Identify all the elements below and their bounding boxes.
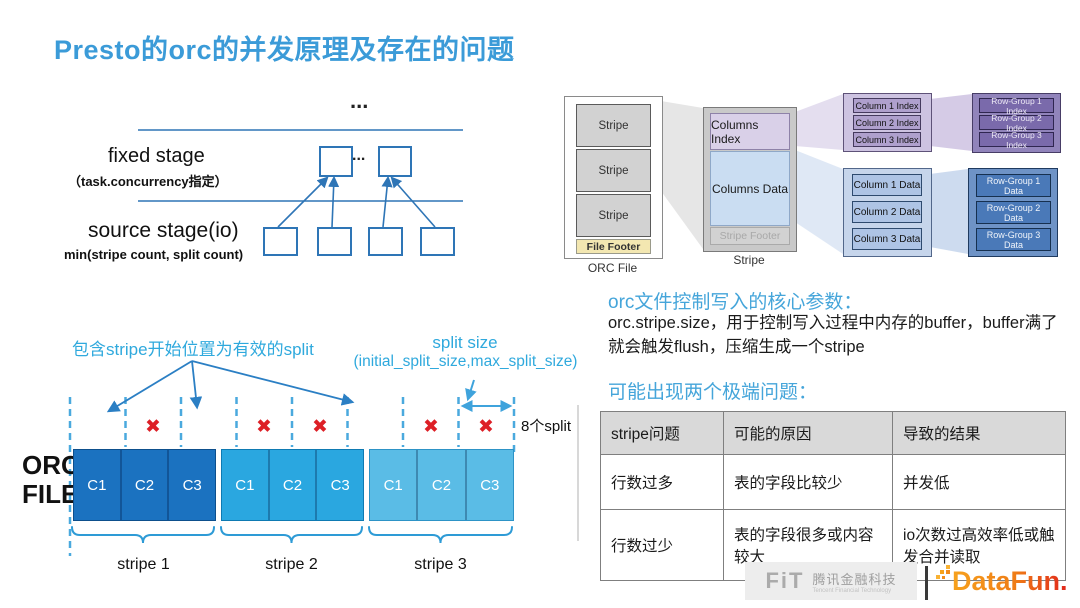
fit-brand-cn: 腾讯金融科技 — [812, 571, 897, 587]
table-header-cell: 导致的结果 — [892, 411, 1066, 455]
stripe-block: Stripe — [576, 194, 651, 237]
table-header-row: stripe问题 可能的原因 导致的结果 — [600, 411, 1066, 455]
stage-top-ellipsis: ... — [350, 88, 369, 113]
stripe-caption: Stripe — [733, 253, 765, 267]
invalid-split-x-icon: ✖ — [256, 416, 272, 438]
datafun-logo: DataFun. — [952, 566, 1068, 596]
page-title: Presto的orc的并发原理及存在的问题 — [54, 35, 515, 65]
fit-tencent-logo: FiT 腾讯金融科技 Tencent Financial Technology — [745, 562, 917, 600]
column-cell: C3 — [182, 476, 202, 494]
columns-data-block: Columns Data — [710, 151, 790, 226]
columns-index-block: Columns Index — [710, 113, 790, 150]
row-group-data-block: Row-Group 3 Data — [976, 228, 1051, 251]
fit-logo-icon: FiT — [765, 568, 805, 593]
stripe-2-rect: C1 C2 C3 — [221, 449, 364, 521]
fixed-stage-label: fixed stage — [108, 145, 205, 167]
row-group-index-group: Row-Group 1 Index Row-Group 2 Index Row-… — [972, 93, 1061, 153]
orc-file-label-line1: ORC — [22, 450, 80, 480]
params-body: orc.stripe.size，用于控制写入过程中内存的buffer，buffe… — [608, 314, 1058, 356]
datafun-dots-icon — [936, 565, 950, 579]
column-data-block: Column 3 Data — [852, 228, 922, 250]
invalid-split-x-icon: ✖ — [145, 416, 161, 438]
fit-brand-en: Tencent Financial Technology — [812, 587, 892, 594]
stripe-block: Stripe — [576, 149, 651, 192]
column-index-block: Column 3 Index — [853, 132, 921, 147]
stripe-2-label: stripe 2 — [265, 556, 318, 573]
source-stage-task-box — [368, 227, 403, 256]
column-cell: C3 — [330, 476, 350, 494]
column-cell: C2 — [122, 450, 170, 520]
column-index-block: Column 1 Index — [853, 98, 921, 113]
stripe-footer-block: Stripe Footer — [710, 227, 790, 245]
params-heading: orc文件控制写入的核心参数： — [608, 292, 863, 313]
stripe-3-rect: C1 C2 C3 — [369, 449, 514, 521]
problems-table: stripe问题 可能的原因 导致的结果 行数过多 表的字段比较少 并发低 行数… — [600, 411, 1066, 581]
footer-divider — [925, 566, 928, 600]
stripe-detail-box: Columns Index Columns Data Stripe Footer — [703, 107, 797, 252]
column-cell: C1 — [74, 450, 122, 520]
row-group-data-block: Row-Group 2 Data — [976, 201, 1051, 224]
table-row: 行数过多 表的字段比较少 并发低 — [600, 454, 1066, 510]
fixed-stage-note: （task.concurrency指定） — [68, 174, 228, 189]
table-cell: 表的字段比较少 — [723, 454, 893, 510]
row-group-index-block: Row-Group 3 Index — [979, 130, 1054, 150]
orc-file-box: Stripe Stripe Stripe File Footer — [564, 96, 663, 259]
invalid-split-x-icon: ✖ — [423, 416, 439, 438]
table-cell: 行数过多 — [600, 454, 724, 510]
row-group-index-block: Row-Group 2 Index — [979, 113, 1054, 133]
stripe-1-label: stripe 1 — [117, 556, 170, 573]
split-size-annotation-line1: split size — [432, 333, 498, 352]
column-index-block: Column 2 Index — [853, 115, 921, 130]
column-cell: C1 — [222, 450, 270, 520]
column-data-block: Column 2 Data — [852, 201, 922, 223]
column-cell: C3 — [480, 476, 500, 494]
row-group-data-group: Row-Group 1 Data Row-Group 2 Data Row-Gr… — [968, 168, 1058, 257]
source-stage-task-box — [317, 227, 352, 256]
valid-split-annotation: 包含stripe开始位置为有效的split — [72, 340, 314, 359]
stripe-1-rect: C1 C2 C3 — [73, 449, 216, 521]
orc-file-caption: ORC File — [587, 261, 638, 275]
table-header-cell: 可能的原因 — [723, 411, 893, 455]
table-header-cell: stripe问题 — [600, 411, 724, 455]
source-stage-task-box — [420, 227, 455, 256]
invalid-split-x-icon: ✖ — [478, 416, 494, 438]
source-stage-label: source stage(io) — [88, 219, 239, 242]
stripe-block: Stripe — [576, 104, 651, 147]
column-cell: C2 — [418, 450, 467, 520]
fit-logo-text-block: 腾讯金融科技 Tencent Financial Technology — [812, 569, 896, 594]
source-stage-note: min(stripe count, split count) — [64, 247, 244, 262]
column-data-block: Column 1 Data — [852, 174, 922, 196]
invalid-split-x-icon: ✖ — [312, 416, 328, 438]
column-cell: C2 — [270, 450, 318, 520]
fixed-stage-ellipsis: ... — [352, 147, 366, 164]
source-stage-task-box — [263, 227, 298, 256]
table-cell: 并发低 — [892, 454, 1066, 510]
split-size-annotation-line2: (initial_split_size,max_split_size) — [353, 353, 578, 370]
orc-file-label-line2: FILE — [22, 479, 79, 509]
table-cell: io次数过高效率低或触发合并读取 — [892, 509, 1066, 581]
fixed-stage-task-box — [378, 146, 412, 177]
column-data-group: Column 1 Data Column 2 Data Column 3 Dat… — [843, 168, 932, 257]
stripe-3-label: stripe 3 — [414, 556, 467, 573]
table-cell: 行数过少 — [600, 509, 724, 581]
table-row: 行数过少 表的字段很多或内容较大 io次数过高效率低或触发合并读取 — [600, 509, 1066, 581]
split-count-label: 8个split — [521, 418, 572, 435]
column-cell: C1 — [370, 450, 419, 520]
column-index-group: Column 1 Index Column 2 Index Column 3 I… — [843, 93, 932, 152]
file-footer-block: File Footer — [576, 239, 651, 254]
problems-heading: 可能出现两个极端问题： — [608, 382, 818, 403]
row-group-index-block: Row-Group 1 Index — [979, 96, 1054, 116]
fixed-stage-task-box — [319, 146, 353, 177]
row-group-data-block: Row-Group 1 Data — [976, 174, 1051, 197]
